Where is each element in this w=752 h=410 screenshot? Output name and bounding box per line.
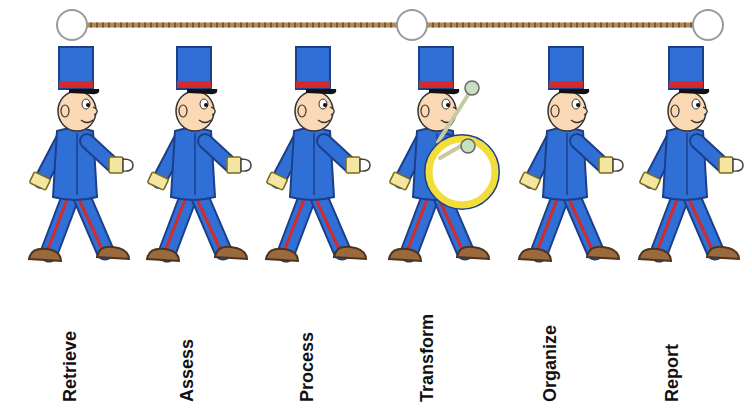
rope [72, 23, 708, 28]
step-label: Retrieve [59, 331, 81, 402]
bandsman-figure [639, 47, 743, 261]
bandsman-figure [29, 47, 133, 261]
step-label: Report [661, 344, 683, 402]
drum-head [429, 139, 495, 205]
rope-ring [57, 10, 87, 40]
step-label: Assess [176, 339, 198, 402]
bandsman-figure [519, 47, 623, 261]
bandsman-figure [147, 47, 251, 261]
drum-shell [425, 135, 499, 209]
bandsman-figure [266, 47, 370, 261]
rope-ring [693, 10, 723, 40]
drum [425, 81, 499, 209]
drumstick-tip [461, 139, 475, 153]
step-label: Transform [416, 314, 438, 402]
rope-twist [72, 23, 708, 28]
rope-ring [397, 10, 427, 40]
drumstick-tip [465, 81, 479, 95]
step-label: Process [296, 332, 318, 402]
step-label: Organize [539, 325, 561, 402]
